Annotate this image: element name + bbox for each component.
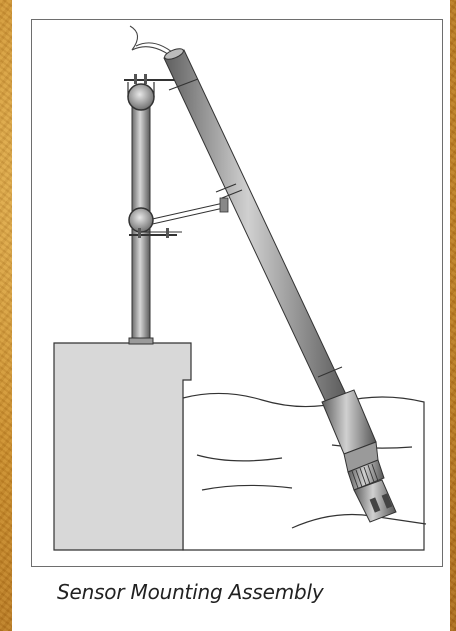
- concrete-wall: [53, 342, 192, 551]
- wave-line: [196, 454, 283, 462]
- figure-caption: Sensor Mounting Assembly: [57, 580, 324, 604]
- water-body: [182, 392, 427, 551]
- sensor-mounting-diagram: [53, 25, 427, 551]
- sensor-head: [321, 389, 397, 523]
- pipe-clamp-lower: [128, 207, 177, 238]
- wave-line: [201, 484, 293, 491]
- support-bracket: [142, 197, 229, 233]
- figure-card: Sensor Mounting Assembly: [12, 0, 450, 631]
- signal-cable: [129, 25, 177, 61]
- pipe-clamp-upper: [124, 74, 177, 111]
- diagram-panel: [31, 19, 443, 567]
